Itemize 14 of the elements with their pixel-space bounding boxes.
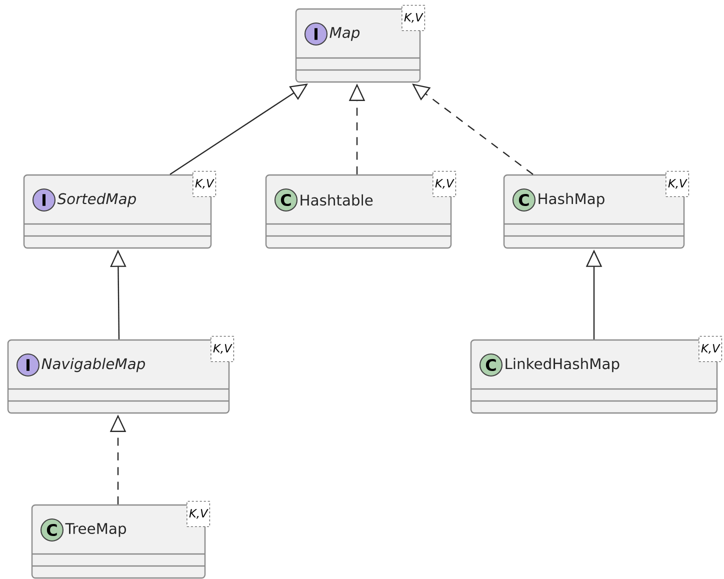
type-parameter-box: K,V [210,336,234,362]
class-name: LinkedHashMap [506,358,620,372]
type-parameter-box: K,V [432,171,456,197]
type-parameter-box: K,V [666,171,689,197]
type-parameter-box: K,V [402,5,425,31]
type-parameter-box: K,V [192,171,216,197]
class-name: TreeMap [65,523,126,537]
class-name: NavigableMap [42,358,145,372]
class-name: Hashtable [300,194,373,206]
type-parameter-box: K,V [698,336,722,362]
class-name: Map [330,27,360,41]
type-parameter-box: K,V [186,501,210,527]
class-name: SortedMap [57,192,136,208]
class-name: HashMap [538,192,604,208]
